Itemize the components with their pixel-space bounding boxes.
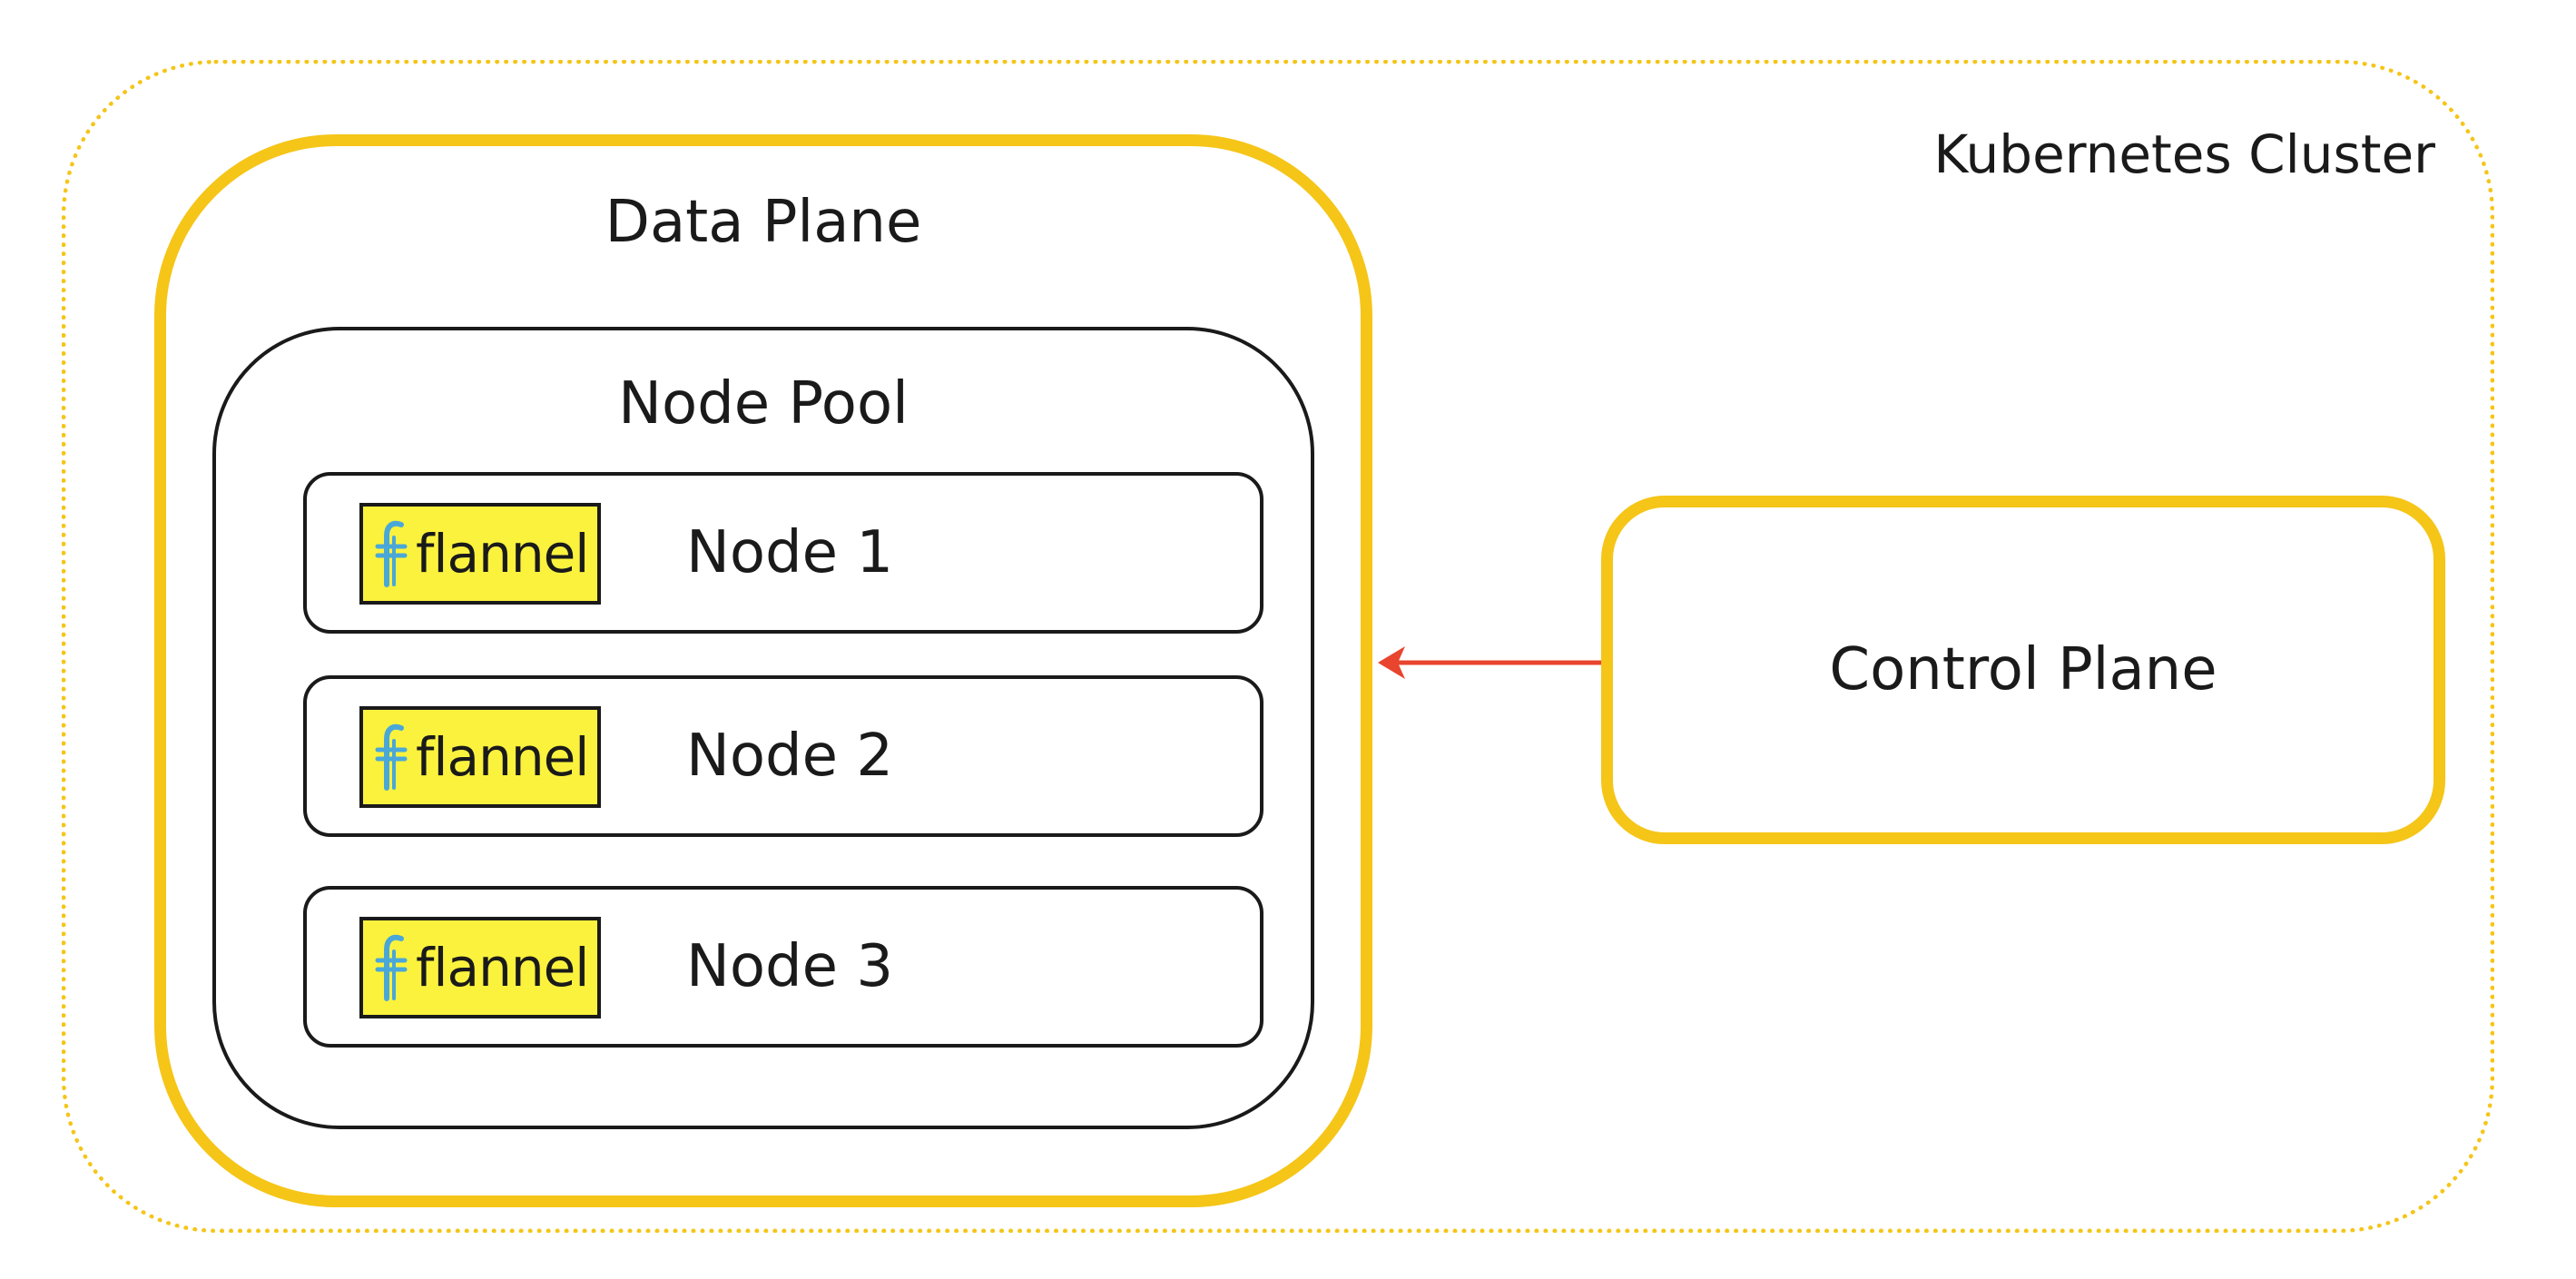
arrow-head (1378, 646, 1405, 679)
kubernetes-cluster-boundary (62, 60, 2494, 1233)
node-2-label: Node 2 (686, 723, 894, 790)
control-plane-label: Control Plane (1829, 636, 2217, 703)
flannel-logo-icon: flannel (359, 706, 601, 808)
node-3-box: flannel Node 3 (303, 886, 1263, 1048)
flannel-glyph-icon (375, 723, 408, 791)
flannel-logo-text: flannel (416, 523, 589, 585)
flannel-logo-text: flannel (416, 937, 589, 999)
arrow-left-icon (1378, 646, 1603, 679)
flannel-logo-icon: flannel (359, 503, 601, 605)
data-plane-container (154, 134, 1372, 1207)
kubernetes-cluster-label: Kubernetes Cluster (1933, 123, 2435, 185)
control-plane-container: Control Plane (1601, 496, 2445, 844)
node-1-box: flannel Node 1 (303, 472, 1263, 634)
node-3-label: Node 3 (686, 933, 894, 1000)
flannel-logo-icon: flannel (359, 917, 601, 1018)
node-1-label: Node 1 (686, 519, 894, 586)
flannel-glyph-icon (375, 934, 408, 1001)
data-plane-label: Data Plane (605, 189, 922, 256)
node-pool-container (212, 327, 1314, 1129)
flannel-glyph-icon (375, 520, 408, 587)
node-pool-label: Node Pool (618, 370, 909, 438)
flannel-logo-text: flannel (416, 726, 589, 788)
node-2-box: flannel Node 2 (303, 675, 1263, 837)
